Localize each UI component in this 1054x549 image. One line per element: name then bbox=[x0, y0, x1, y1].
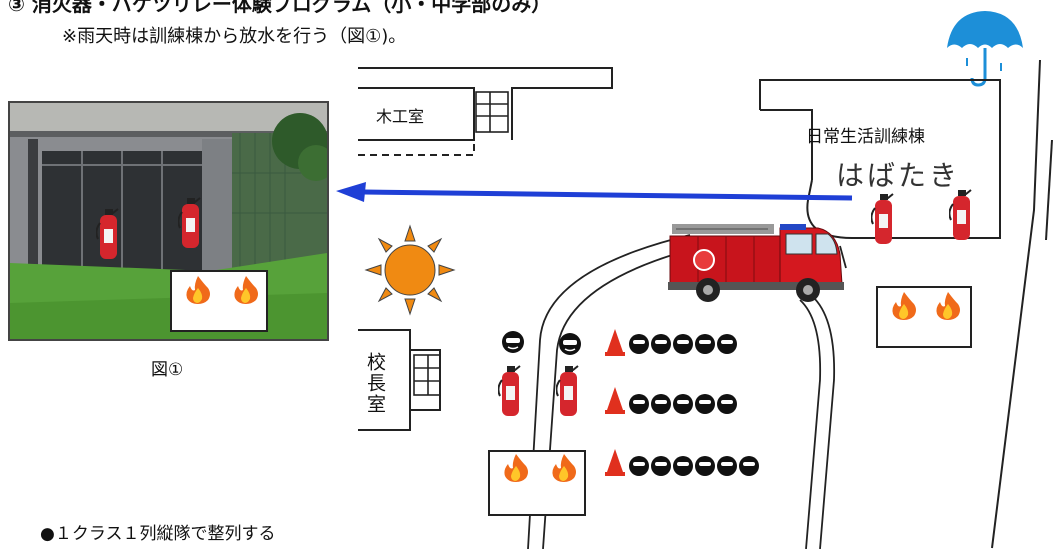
person-head-icon bbox=[673, 394, 693, 414]
fire-extinguisher-icon bbox=[178, 197, 201, 248]
photo-caption: 図① bbox=[151, 360, 184, 380]
fire-extinguisher-icon bbox=[96, 208, 119, 259]
lineup-instruction: ●１クラス１列縦隊で整列する bbox=[40, 524, 276, 544]
fire-extinguisher-icon bbox=[556, 365, 579, 416]
person-head-icon bbox=[629, 334, 649, 354]
person-head-icon bbox=[502, 331, 524, 353]
principal-room-label: 校長室 bbox=[364, 352, 386, 415]
person-head-icon bbox=[629, 394, 649, 414]
fire-target-box bbox=[488, 450, 586, 516]
training-building-label: 日常生活訓練棟 bbox=[806, 127, 925, 147]
flame-icon bbox=[234, 276, 258, 304]
person-head-icon bbox=[651, 334, 671, 354]
flame-icon bbox=[186, 276, 210, 304]
person-head-icon bbox=[717, 456, 737, 476]
training-building-name: はばたき bbox=[836, 159, 961, 192]
person-head-icon bbox=[673, 334, 693, 354]
fire-extinguisher-icon bbox=[498, 365, 521, 416]
person-head-icon bbox=[651, 456, 671, 476]
program-title: ③ 消火器・バケツリレー体験プログラム（小・中学部のみ） bbox=[8, 0, 552, 16]
flame-icon bbox=[552, 454, 576, 482]
sun-icon bbox=[364, 224, 456, 316]
rain-plan-photo bbox=[8, 101, 329, 341]
student-line bbox=[629, 394, 737, 414]
woodwork-room-label: 木工室 bbox=[376, 107, 425, 126]
flame-icon bbox=[936, 292, 960, 320]
person-head-icon bbox=[651, 394, 671, 414]
person-head-icon bbox=[717, 334, 737, 354]
person-head-icon bbox=[717, 394, 737, 414]
student-line bbox=[629, 334, 737, 354]
traffic-cone-icon bbox=[605, 387, 625, 414]
student-line bbox=[629, 456, 759, 476]
person-head-icon bbox=[673, 456, 693, 476]
person-head-icon bbox=[629, 456, 649, 476]
person-head-icon bbox=[695, 456, 715, 476]
rain-note: ※雨天時は訓練棟から放水を行う（図①)。 bbox=[62, 26, 407, 47]
flame-icon bbox=[504, 454, 528, 482]
fire-target-box bbox=[170, 270, 268, 332]
building-photo bbox=[10, 103, 327, 339]
person-head-icon bbox=[739, 456, 759, 476]
person-head-icon bbox=[695, 394, 715, 414]
traffic-cone-icon bbox=[605, 449, 625, 476]
flame-icon bbox=[892, 292, 916, 320]
fire-truck-icon bbox=[668, 224, 844, 302]
fire-extinguisher-icon bbox=[871, 193, 894, 244]
fire-extinguisher-icon bbox=[949, 189, 972, 240]
spray-direction-arrow bbox=[336, 182, 853, 202]
traffic-cone-icon bbox=[605, 329, 625, 356]
person-head-icon bbox=[695, 334, 715, 354]
person-head-icon bbox=[559, 333, 581, 355]
